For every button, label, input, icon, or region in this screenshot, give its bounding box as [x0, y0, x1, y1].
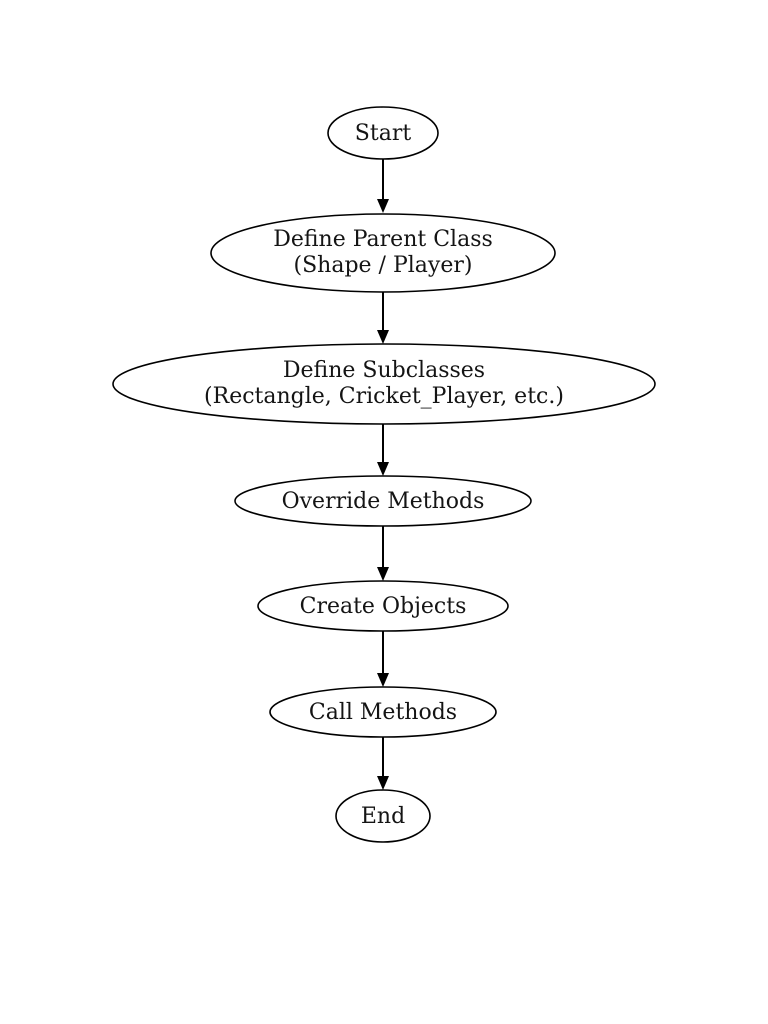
arrowhead-icon [377, 462, 389, 476]
arrowhead-icon [377, 199, 389, 213]
node-label-line1: Define Parent Class [273, 227, 493, 252]
arrow-create-objects-to-call-methods [377, 631, 389, 687]
flowchart-node-define-subclasses: Define Subclasses (Rectangle, Cricket_Pl… [112, 343, 656, 425]
node-ellipse [327, 106, 439, 160]
arrow-define-parent-class-to-define-subclasses [377, 291, 389, 344]
node-label-line2: (Rectangle, Cricket_Player, etc.) [204, 384, 564, 409]
flowchart-node-start: Start [327, 106, 439, 160]
node-ellipse [112, 343, 656, 425]
arrowhead-icon [377, 330, 389, 344]
node-ellipse [257, 580, 509, 632]
arrow-call-methods-to-end [377, 737, 389, 790]
flowchart-node-end: End [335, 789, 431, 843]
arrowhead-icon [377, 567, 389, 581]
arrowhead-icon [377, 776, 389, 790]
flowchart-node-override-methods: Override Methods [234, 475, 532, 527]
flowchart-node-call-methods: Call Methods [269, 686, 497, 738]
node-ellipse [210, 213, 556, 293]
node-label: Override Methods [282, 489, 485, 514]
flowchart-node-define-parent-class: Define Parent Class (Shape / Player) [210, 213, 556, 293]
flowchart-node-create-objects: Create Objects [257, 580, 509, 632]
node-label-line1: Define Subclasses [283, 358, 485, 383]
node-ellipse [335, 789, 431, 843]
node-label: Start [355, 121, 412, 146]
node-ellipse [234, 475, 532, 527]
node-ellipse [269, 686, 497, 738]
node-label: Create Objects [300, 594, 467, 619]
arrowhead-icon [377, 673, 389, 687]
arrow-define-subclasses-to-override-methods [377, 424, 389, 476]
arrow-override-methods-to-create-objects [377, 526, 389, 581]
node-label: End [361, 804, 405, 829]
arrow-start-to-define-parent-class [377, 159, 389, 213]
node-label-line2: (Shape / Player) [294, 253, 473, 278]
node-label: Call Methods [309, 700, 457, 725]
